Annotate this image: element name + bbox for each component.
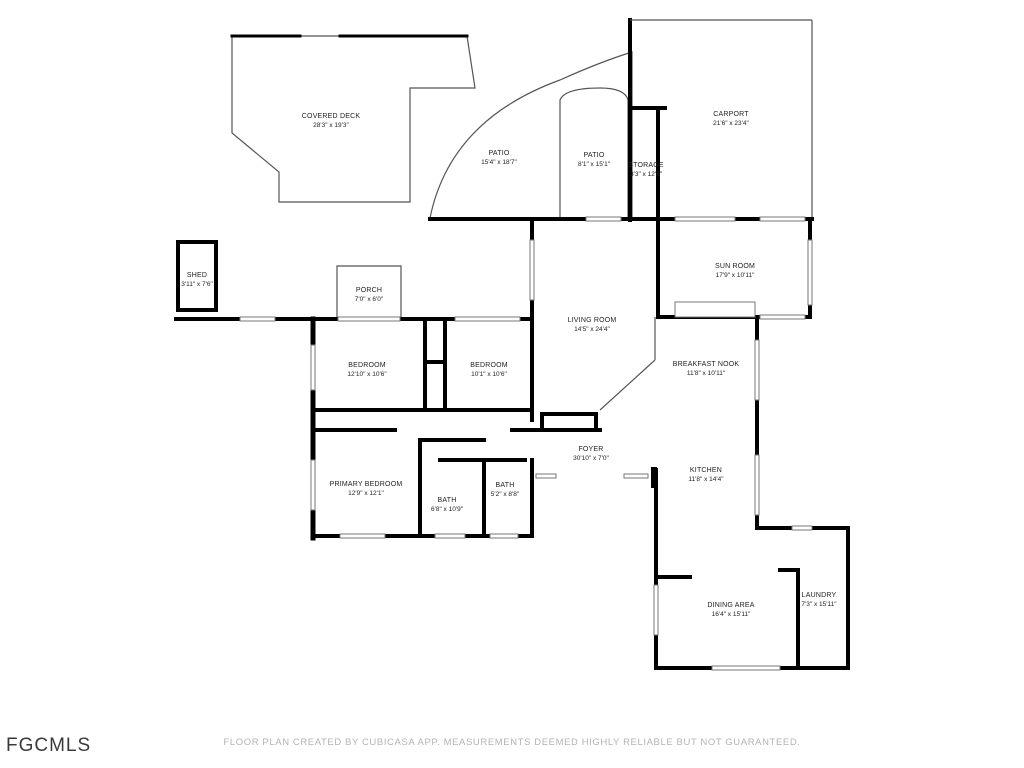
room-living-room: LIVING ROOM 14'5" x 24'4" xyxy=(568,317,617,334)
room-name: FOYER xyxy=(578,446,604,453)
room-name: CARPORT xyxy=(713,111,749,118)
patio-large-outline xyxy=(429,51,633,219)
room-breakfast-nook: BREAKFAST NOOK 11'8" x 10'11" xyxy=(673,361,739,378)
room-name: SUN ROOM xyxy=(714,263,756,270)
covered-deck-outline xyxy=(230,34,476,203)
room-bath-1: BATH 6'8" x 10'9" xyxy=(431,497,463,514)
room-name: LAUNDRY xyxy=(801,592,837,599)
room-dimensions: 10'1" x 10'6" xyxy=(471,370,507,378)
footer-disclaimer: FLOOR PLAN CREATED BY CUBICASA APP. MEAS… xyxy=(223,737,801,748)
room-name: BEDROOM xyxy=(470,362,508,369)
room-name: PATIO xyxy=(488,150,510,157)
room-bedroom-1: BEDROOM 12'10" x 10'6" xyxy=(347,362,386,379)
room-bedroom-2: BEDROOM 10'1" x 10'6" xyxy=(470,362,508,379)
room-name: PORCH xyxy=(355,287,383,294)
room-dining-area: DINING AREA 16'4" x 15'11" xyxy=(707,602,754,619)
room-dimensions: 12'9" x 12'1" xyxy=(348,489,384,497)
room-patio-large: PATIO 15'4" x 18'7" xyxy=(481,150,517,167)
windows xyxy=(239,216,813,671)
room-name: BEDROOM xyxy=(348,362,386,369)
room-name: BATH xyxy=(495,482,515,489)
room-shed: SHED 3'11" x 7'6" xyxy=(181,272,213,289)
room-sun-room: SUN ROOM 17'9" x 10'11" xyxy=(715,263,755,280)
room-name: PATIO xyxy=(583,152,605,159)
room-dimensions: 14'5" x 24'4" xyxy=(574,325,610,333)
room-dimensions: 16'4" x 15'11" xyxy=(711,610,751,618)
brand-logo: FGCMLS xyxy=(6,735,92,756)
shed-walls xyxy=(176,240,218,312)
room-dimensions: 28'3" x 19'3" xyxy=(313,121,349,129)
patio-small-outline xyxy=(559,87,629,218)
room-dimensions: 6'8" x 10'9" xyxy=(430,505,464,513)
room-name: DINING AREA xyxy=(707,602,755,609)
room-dimensions: 7'0" x 6'0" xyxy=(354,295,384,303)
room-dimensions: 11'8" x 14'4" xyxy=(688,475,724,483)
room-name: KITCHEN xyxy=(689,467,723,474)
room-porch: PORCH 7'0" x 6'0" xyxy=(355,287,383,304)
room-foyer: FOYER 30'10" x 7'0" xyxy=(573,446,609,463)
room-name: STORAGE xyxy=(628,162,664,169)
room-name: BATH xyxy=(437,497,457,504)
room-dimensions: 17'9" x 10'11" xyxy=(715,271,755,279)
room-dimensions: 8'1" x 15'1" xyxy=(577,160,611,168)
room-dimensions: 15'4" x 18'7" xyxy=(481,158,517,166)
room-bath-2: BATH 5'2" x 8'8" xyxy=(491,482,519,499)
room-dimensions: 11'8" x 10'11" xyxy=(686,369,726,377)
room-primary-bedroom: PRIMARY BEDROOM 12'9" x 12'1" xyxy=(330,481,403,498)
room-dimensions: 7'3" x 15'11" xyxy=(801,600,837,608)
room-patio-small: PATIO 8'1" x 15'1" xyxy=(578,152,610,169)
room-name: LIVING ROOM xyxy=(567,317,617,324)
room-dimensions: 3'11" x 7'6" xyxy=(181,280,213,288)
house-walls xyxy=(174,217,850,670)
room-carport: CARPORT 21'6" x 23'4" xyxy=(713,111,749,128)
room-storage: STORAGE 3'3" x 12'8" xyxy=(628,162,664,179)
room-dimensions: 3'3" x 12'8" xyxy=(629,170,663,178)
room-name: COVERED DECK xyxy=(301,113,361,120)
room-name: BREAKFAST NOOK xyxy=(672,361,740,368)
room-name: SHED xyxy=(186,272,208,279)
room-name: PRIMARY BEDROOM xyxy=(329,481,403,488)
room-dimensions: 30'10" x 7'0" xyxy=(573,454,609,462)
room-dimensions: 12'10" x 10'6" xyxy=(347,370,387,378)
room-laundry: LAUNDRY 7'3" x 15'11" xyxy=(801,592,836,609)
room-dimensions: 5'2" x 8'8" xyxy=(490,490,520,498)
room-kitchen: KITCHEN 11'8" x 14'4" xyxy=(688,467,723,484)
room-dimensions: 21'6" x 23'4" xyxy=(713,119,749,127)
porch-outline xyxy=(336,265,402,320)
room-covered-deck: COVERED DECK 28'3" x 19'3" xyxy=(302,113,360,130)
